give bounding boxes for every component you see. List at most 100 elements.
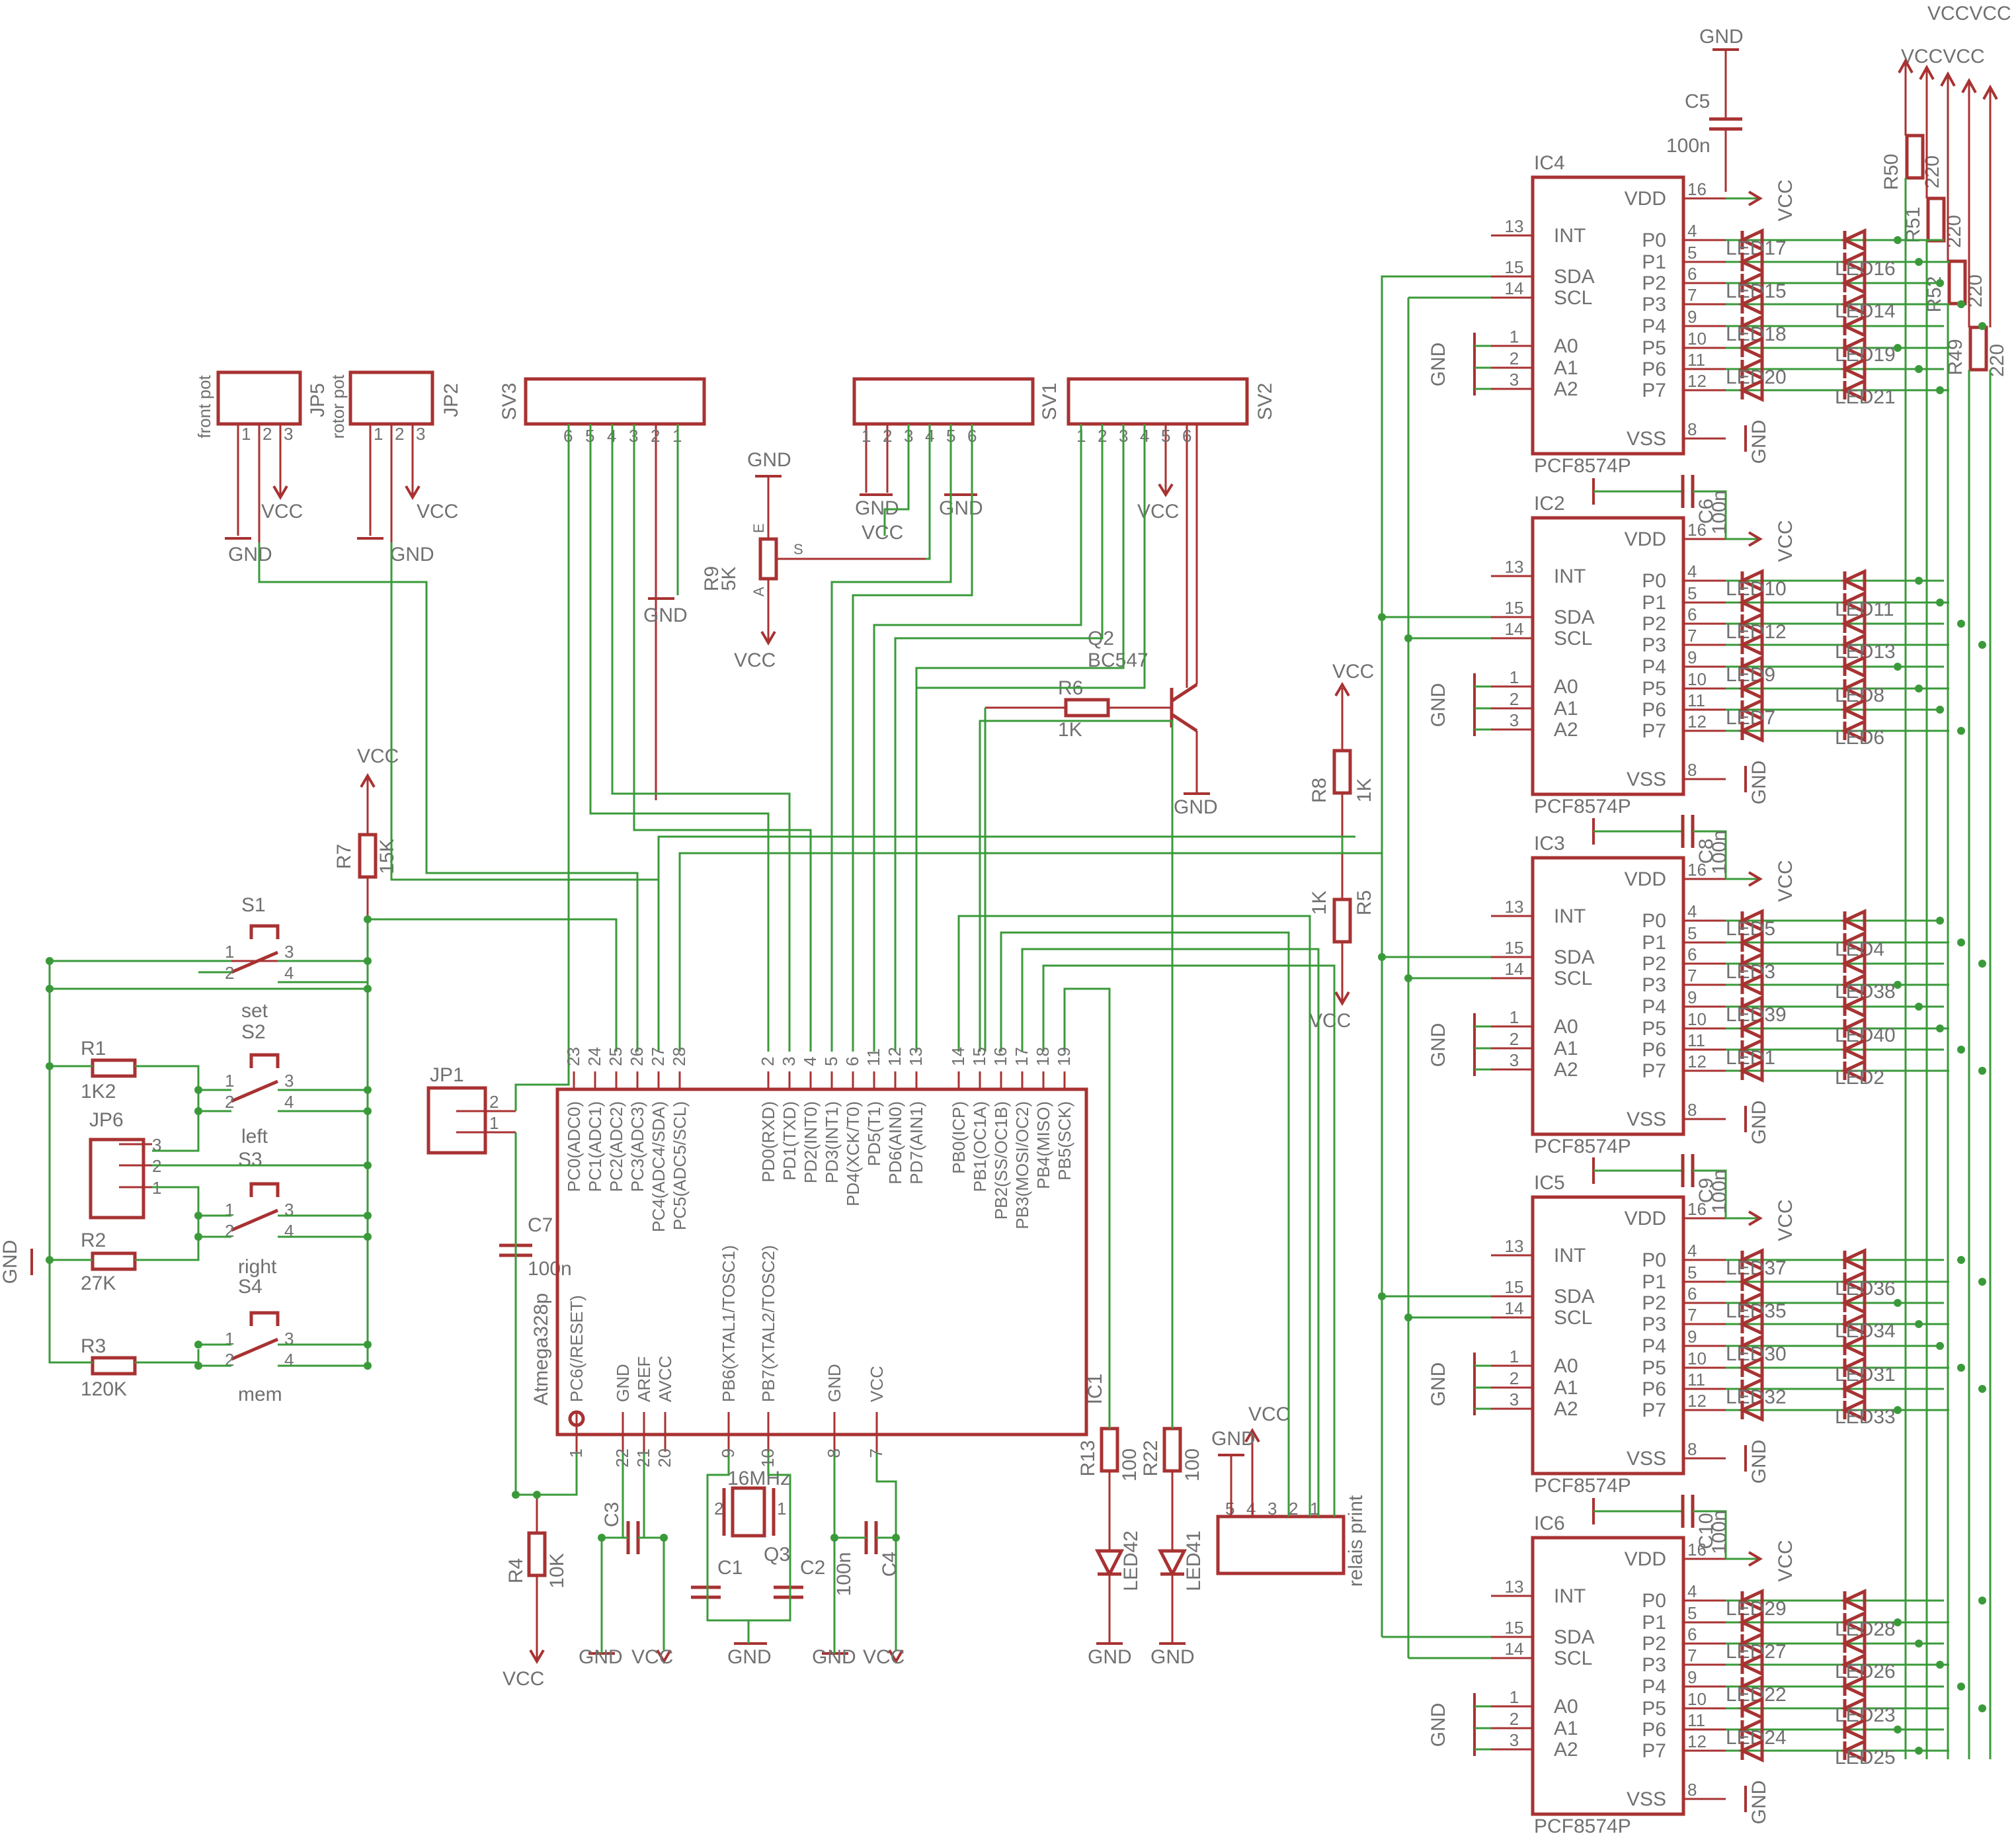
ic-pin-number: 5 (1687, 923, 1697, 943)
r1-resistor (91, 1058, 137, 1078)
c3-label: C3 (601, 1502, 623, 1527)
led-diode (1841, 1675, 1867, 1698)
r8-value: 1K (1353, 778, 1375, 803)
wire (152, 1186, 200, 1216)
junction (194, 1107, 202, 1115)
ic-pin-number: 2 (1510, 1368, 1519, 1388)
ic-pin-label: A2 (1554, 1739, 1578, 1761)
r5-value: 1K (1309, 891, 1330, 915)
ic-pin-number: 2 (1510, 1029, 1519, 1049)
vcc-label: VCC (1332, 661, 1374, 683)
led-diode (1738, 271, 1764, 295)
led-diode (1841, 271, 1867, 295)
led-diode (1738, 719, 1764, 743)
junction (46, 1062, 54, 1070)
c7-value: 100n (528, 1258, 572, 1280)
ic-pin-label: A1 (1554, 357, 1578, 379)
jp5-connector (216, 370, 302, 426)
led-diode (1738, 314, 1764, 338)
ic-pin-number: 6 (1687, 944, 1697, 964)
ic-pin-number: 1 (1510, 1347, 1519, 1366)
c1-label: C1 (717, 1557, 743, 1579)
ic-pin-number: 5 (1687, 1603, 1697, 1623)
ic-pin-number: 1 (1510, 667, 1519, 687)
cap-value: 100n (1709, 830, 1730, 874)
ic-pin-label: VDD (1625, 1208, 1666, 1230)
junction (1894, 1618, 1902, 1626)
junction (46, 1256, 54, 1264)
led-diode (1738, 677, 1764, 700)
vcc-arrow (1961, 77, 1977, 93)
r1-label: R1 (81, 1038, 106, 1060)
svg-text:2: 2 (883, 426, 892, 446)
r13-resistor (1100, 1427, 1119, 1473)
r7-label: R7 (333, 844, 355, 869)
r8-resistor (1332, 749, 1352, 795)
vcc-label-b: VCCVCC (1901, 46, 1985, 67)
ic-pin-label: VSS (1627, 1108, 1666, 1130)
ic-pin-number: 2 (1510, 689, 1519, 709)
wire (633, 424, 812, 1052)
cap-value: 100n (1709, 1169, 1730, 1214)
mcu-pin-label: PC6(/RESET) (567, 1295, 586, 1402)
led: LED22 (1726, 1675, 1965, 1706)
mcu-pin-number: 7 (866, 1448, 886, 1458)
ic1-label: IC1 (1084, 1374, 1106, 1405)
ic-part: PCF8574P (1534, 796, 1631, 817)
ic-body (1531, 1195, 1685, 1476)
svg-text:3: 3 (416, 424, 425, 444)
mcu-pin-label: PD6(AIN0) (885, 1101, 905, 1185)
junction (364, 915, 372, 923)
led-diode (1738, 1696, 1764, 1720)
ic-pin-label: A1 (1554, 1038, 1578, 1060)
wire (830, 424, 952, 1052)
ic-pin-label: P2 (1642, 1633, 1666, 1655)
junction (512, 1491, 520, 1499)
ic-pin-label: VDD (1625, 1548, 1666, 1570)
vcc-label: VCC (631, 1646, 673, 1668)
ic-label: IC6 (1534, 1513, 1565, 1534)
junction (1915, 365, 1923, 373)
ic-pin-label: SCL (1554, 968, 1592, 989)
wire (514, 424, 570, 1111)
vcc-label: VCC (1775, 179, 1796, 221)
led-diode (1841, 719, 1867, 743)
led: LED12 (1726, 612, 1965, 643)
junction (194, 1086, 202, 1094)
svg-text:1: 1 (225, 942, 234, 962)
s4-label: S4 (238, 1276, 262, 1298)
ic-pin-label: SDA (1554, 946, 1595, 968)
led-diode (1738, 1398, 1764, 1422)
led-diode (1841, 1334, 1867, 1358)
wire (1042, 964, 1336, 1517)
ic-pin-number: 6 (1687, 1624, 1697, 1644)
ic-pin-label: P4 (1642, 1335, 1666, 1357)
ic-pin-number: 1 (1510, 1687, 1519, 1707)
r50-label: R50 (1880, 153, 1902, 190)
led-diode (1841, 973, 1867, 997)
ic-pin-label: P7 (1642, 1399, 1666, 1421)
led: LED9 (1726, 655, 1944, 686)
ic-pin-label: INT (1554, 1245, 1586, 1267)
led-diode (1738, 973, 1764, 997)
mcu-pin-number: 25 (606, 1047, 625, 1066)
ic-pin-label: P0 (1642, 570, 1666, 592)
led-diode (1738, 591, 1764, 614)
r5-label: R5 (1353, 890, 1375, 915)
mcu-pin-number: 14 (948, 1047, 968, 1066)
ic-pin-label: P5 (1642, 1018, 1666, 1040)
r9-value: 5K (718, 567, 740, 591)
wire (638, 1536, 665, 1650)
ic-pin-number: 15 (1505, 1618, 1524, 1638)
led: LED24 (1726, 1718, 1944, 1749)
r2-label: R2 (81, 1230, 106, 1251)
junction (46, 957, 54, 965)
cap-label: C6 (1695, 499, 1717, 524)
led: LED4 (1726, 931, 1965, 960)
gnd-label: GND (1748, 420, 1770, 464)
led42-label: LED42 (1120, 1530, 1142, 1591)
gnd-label: GND (1150, 1646, 1195, 1668)
junction (1936, 706, 1944, 714)
junction (46, 985, 54, 993)
